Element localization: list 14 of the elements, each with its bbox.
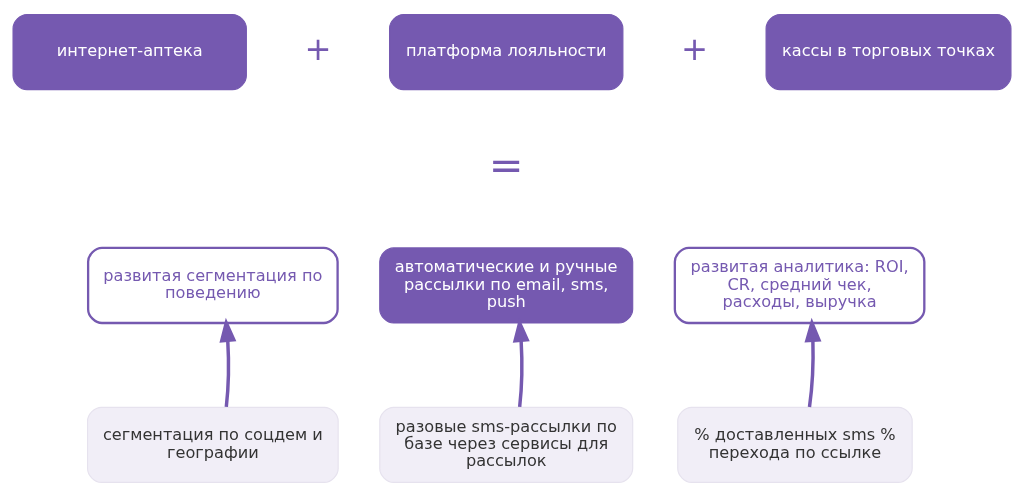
node-box: сегментация по соцдем и географии (86, 406, 339, 483)
node-box: автоматические и ручные рассылки по email, sms, push (379, 246, 634, 324)
node-box: интернет-аптека (12, 13, 247, 90)
arrow (219, 317, 237, 407)
label: = (488, 139, 524, 189)
node-box: % доставленных sms % перехода по ссылке (677, 406, 913, 483)
arrow (804, 317, 822, 407)
node-box: платформа лояльности (389, 13, 624, 90)
label: + (680, 29, 709, 68)
label: + (304, 29, 332, 68)
node-box: разовые sms-рассылки по базе через сервисы для рассылок (379, 406, 634, 483)
node-box: кассы в торговых точках (765, 13, 1012, 90)
node-box: развитая сегментация по поведению (86, 246, 339, 324)
node-box: развитая аналитика: ROI, CR, средний чек, расходы, выручка (673, 246, 926, 324)
